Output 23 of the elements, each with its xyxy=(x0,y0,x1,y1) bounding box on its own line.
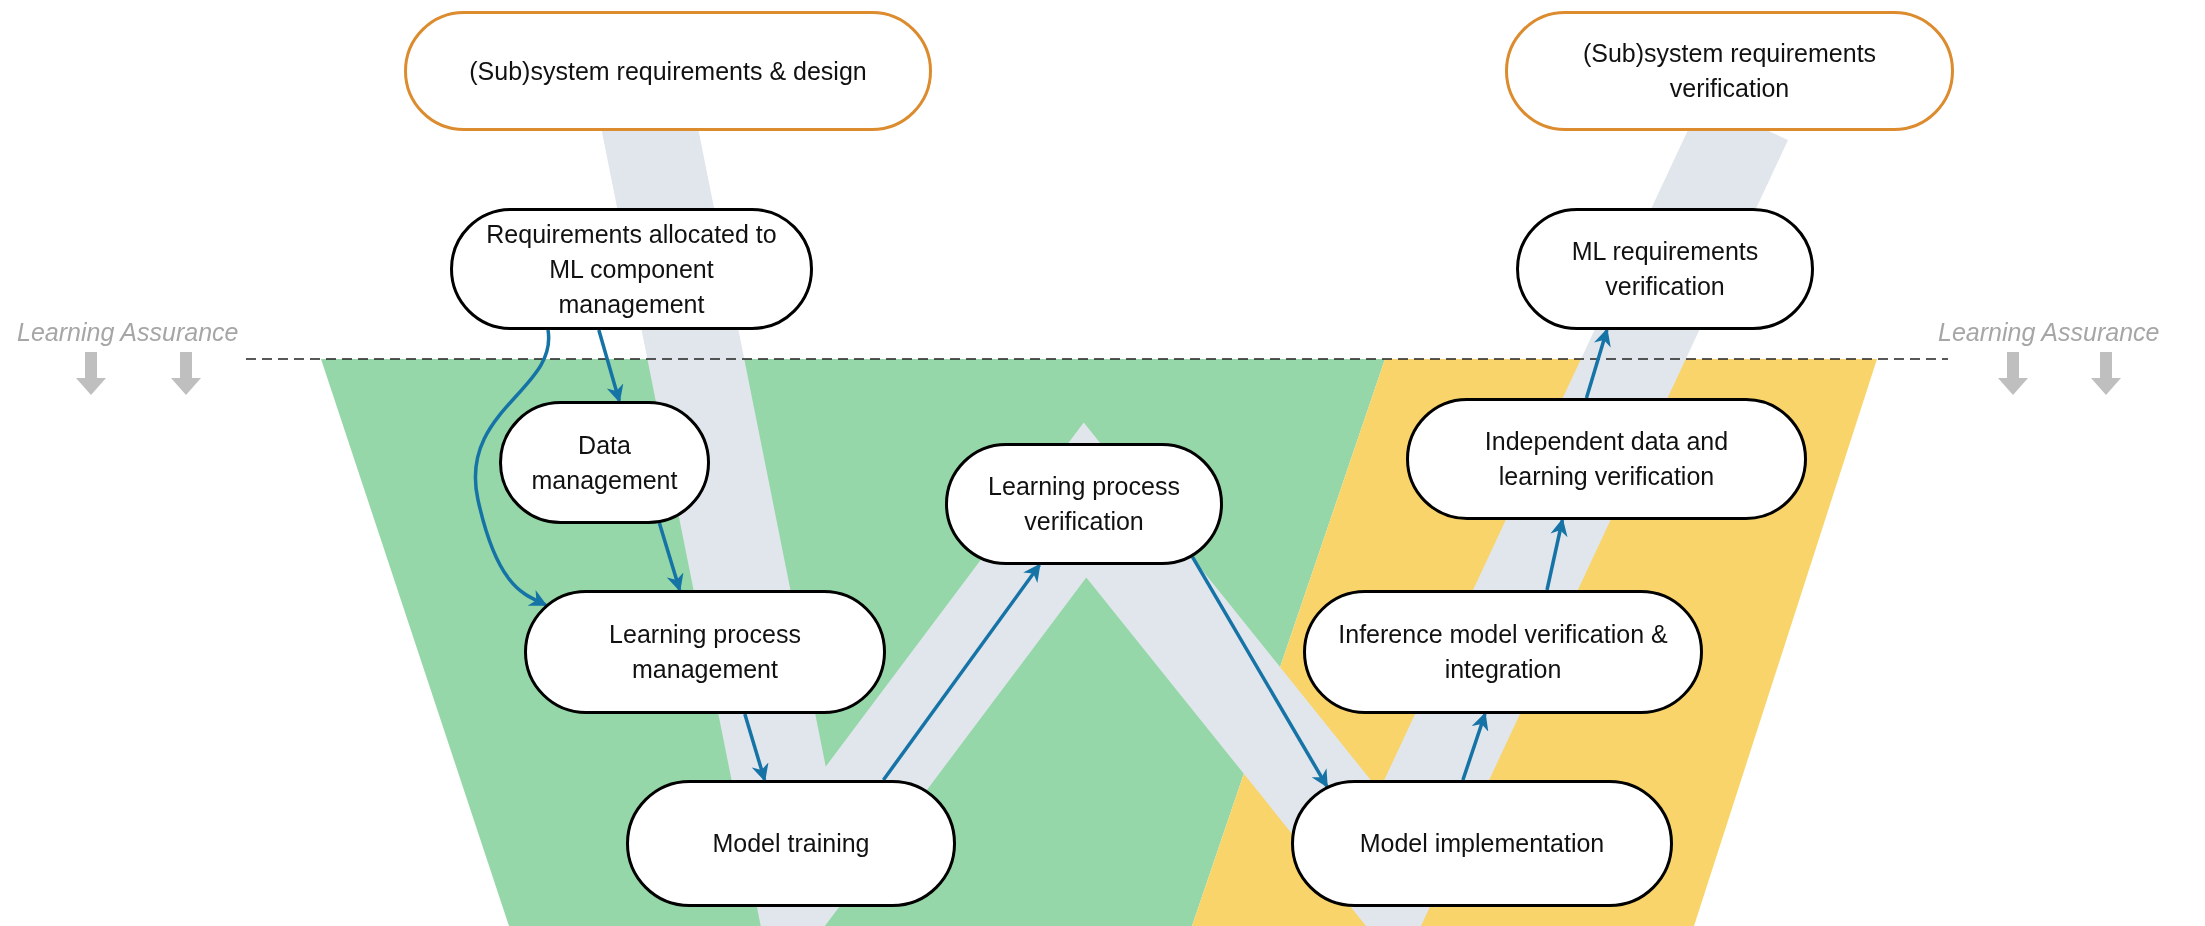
node-label: (Sub)system requirements & design xyxy=(469,55,867,87)
arrow xyxy=(882,563,1041,782)
node-label: Requirements allocated to ML component management xyxy=(485,218,778,320)
phase-label: Learning Assurance xyxy=(1938,318,2160,347)
node-label: ML requirements verification xyxy=(1570,236,1760,302)
arrow xyxy=(657,522,684,592)
node-label: Data management xyxy=(530,429,679,496)
arrow xyxy=(1461,712,1489,781)
node-label: Inference model verification & integration xyxy=(1337,619,1669,685)
rounded-process-box xyxy=(1303,590,1703,714)
arrow xyxy=(597,329,624,403)
node-label: (Sub)system requirements verification xyxy=(1581,38,1878,104)
node-label: Model implementation xyxy=(1359,828,1605,859)
phase-label: Learning Assurance xyxy=(17,318,239,347)
arrow xyxy=(1545,518,1568,591)
node-label: Learning process verification xyxy=(987,471,1181,537)
node-label: Learning process management xyxy=(608,619,802,685)
arrow xyxy=(473,329,551,607)
arrow xyxy=(743,713,769,782)
arrow xyxy=(1584,328,1611,399)
arrow xyxy=(1190,556,1329,788)
node-label: Independent data and learning verification xyxy=(1483,426,1730,492)
node-label: Model training xyxy=(712,828,870,859)
